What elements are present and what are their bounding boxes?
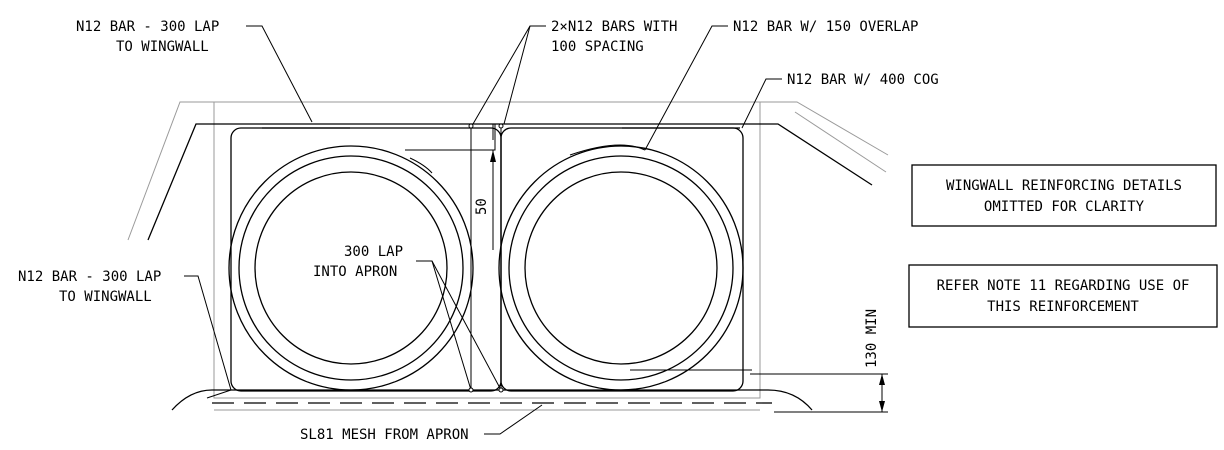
concrete-outline [127, 101, 889, 411]
lap-bars [405, 124, 502, 390]
label-cog: N12 BAR W/ 400 COG [787, 72, 939, 88]
label-two-bars-line1: 2×N12 BARS WITH [551, 19, 677, 35]
note1-line1: WINGWALL REINFORCING DETAILS [946, 178, 1182, 194]
annotations: N12 BAR - 300 LAP TO WINGWALL 2×N12 BARS… [18, 19, 939, 443]
label-n12-lap-bottom-line1: N12 BAR - 300 LAP [18, 269, 161, 285]
label-n12-lap-top-line1: N12 BAR - 300 LAP [76, 19, 219, 35]
note1-line2: OMITTED FOR CLARITY [984, 199, 1145, 215]
bar-end-dots [468, 123, 504, 393]
dimension-130: 130 MIN [750, 309, 888, 413]
note2-line2: THIS REINFORCEMENT [987, 299, 1139, 315]
label-n12-lap-top-line2: TO WINGWALL [116, 39, 209, 55]
label-lap-apron-line2: INTO APRON [313, 264, 397, 280]
label-two-bars-line2: 100 SPACING [551, 39, 644, 55]
leader-lines [184, 25, 782, 435]
note-box-2: REFER NOTE 11 REGARDING USE OF THIS REIN… [908, 264, 1218, 328]
label-overlap: N12 BAR W/ 150 OVERLAP [733, 19, 918, 35]
dimension-130-label: 130 MIN [864, 309, 880, 368]
right-box-cell [498, 127, 752, 392]
reinforcing-bars [147, 123, 873, 411]
dimension-50: 50 [474, 124, 496, 250]
label-mesh: SL81 MESH FROM APRON [300, 427, 469, 443]
label-n12-lap-bottom-line2: TO WINGWALL [59, 289, 152, 305]
label-lap-apron-line1: 300 LAP [344, 244, 403, 260]
dimension-50-label: 50 [474, 198, 490, 215]
note-box-1: WINGWALL REINFORCING DETAILS OMITTED FOR… [911, 164, 1217, 227]
note2-line1: REFER NOTE 11 REGARDING USE OF [937, 278, 1190, 294]
